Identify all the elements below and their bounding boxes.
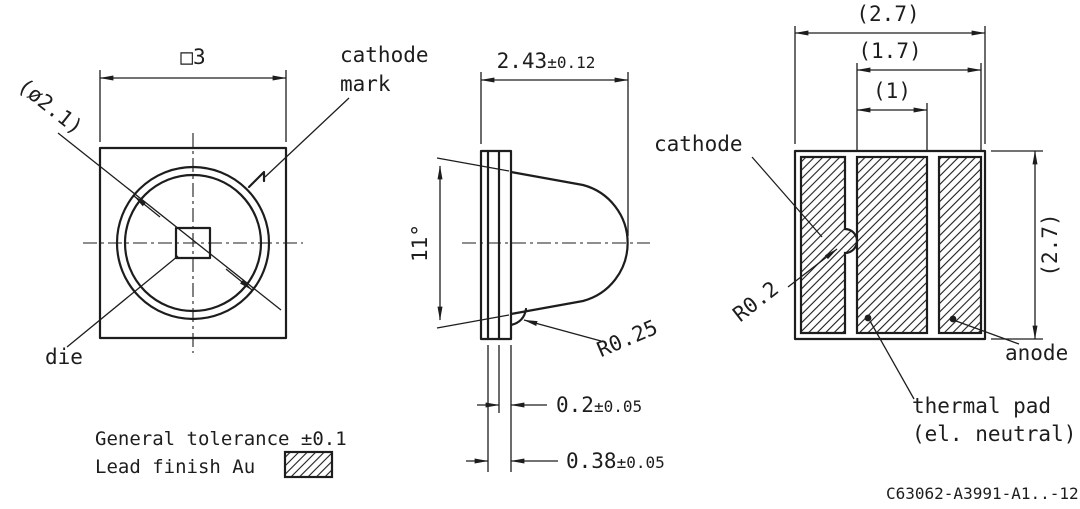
label-cathode-mark: cathode mark <box>340 43 441 96</box>
side-view: 2.43±0.12 11° R0.25 0.2±0.05 0.38±0.05 <box>408 49 665 473</box>
cathode-pad <box>799 155 859 335</box>
label-cathode: cathode <box>654 132 743 156</box>
leader-anode-dot <box>949 315 957 323</box>
dim-substrate: 0.38±0.05 <box>566 449 665 473</box>
dim-height-value: 2.43 <box>497 49 548 73</box>
legend: General tolerance ±0.1 Lead finish Au <box>95 428 347 479</box>
label-thermal-pad-line-1: thermal pad <box>912 394 1051 418</box>
leader-cathode-mark <box>264 97 350 178</box>
thermal-pad <box>855 155 929 335</box>
dim-substrate-value: 0.38 <box>566 449 617 473</box>
dim-flange: 0.2±0.05 <box>556 393 642 417</box>
bottom-view: (2.7) (1.7) (1) (2.7) cathode R0.2 anode… <box>654 2 1076 446</box>
anode-pad <box>937 155 983 335</box>
dim-width: (2.7) <box>856 2 919 26</box>
dim-height: 2.43±0.12 <box>497 49 596 73</box>
lens-diameter-line <box>57 132 282 311</box>
doc-number: C63062-A3991-A1..-12 <box>886 484 1079 503</box>
leader-notch <box>787 248 838 288</box>
label-cathode-mark-line-1: cathode <box>340 43 429 67</box>
bottom-outline <box>793 149 987 341</box>
dim-package-size: □3 <box>180 45 205 69</box>
lens-outer-circle <box>115 165 271 321</box>
dim-height-right: (2.7) <box>1038 213 1062 276</box>
leader-thermal-dot <box>864 314 872 322</box>
dim-lens-diameter: (ø2.1) <box>13 74 87 140</box>
dim-fillet-radius: R0.25 <box>593 315 661 362</box>
dim-substrate-tolerance: ±0.05 <box>617 453 665 472</box>
dim-flange-tolerance: ±0.05 <box>594 397 642 416</box>
lens-base-fillet <box>509 307 528 327</box>
lens-diameter-arrow-lower <box>225 268 253 291</box>
dim-pads-span: (1.7) <box>858 39 921 63</box>
angle-ext-line-bottom <box>436 314 510 329</box>
cathode-mark-symbol <box>247 170 266 189</box>
lead-finish-note: Lead finish Au <box>95 456 255 478</box>
dim-flange-value: 0.2 <box>556 393 594 417</box>
lens-inner-circle <box>123 173 263 313</box>
lens-diameter-arrow-upper <box>133 195 161 218</box>
leader-fillet <box>523 319 602 342</box>
leader-thermal <box>869 320 915 400</box>
leader-die <box>66 255 179 348</box>
hatch-swatch <box>283 450 334 479</box>
label-thermal-pad-line-2: (el. neutral) <box>912 422 1076 446</box>
dim-notch-radius: R0.2 <box>728 276 783 326</box>
package-outline <box>98 146 288 340</box>
top-view: (ø2.1) □3 cathode mark die <box>13 43 441 369</box>
label-thermal-pad: thermal pad (el. neutral) <box>912 394 1076 446</box>
leader-anode <box>955 320 1020 345</box>
label-cathode-mark-line-2: mark <box>340 72 391 96</box>
dim-thermal-width: (1) <box>873 79 911 103</box>
general-tolerance-note: General tolerance ±0.1 <box>95 428 347 450</box>
label-die: die <box>45 345 83 369</box>
angle-ext-line-top <box>436 157 510 172</box>
leader-cathode <box>751 156 823 238</box>
die-outline <box>174 226 212 260</box>
dim-angle: 11° <box>408 224 432 262</box>
substrate-outline <box>479 149 513 341</box>
label-anode: anode <box>1005 341 1068 365</box>
lens-dome-profile <box>509 170 629 316</box>
dim-height-tolerance: ±0.12 <box>547 53 595 72</box>
